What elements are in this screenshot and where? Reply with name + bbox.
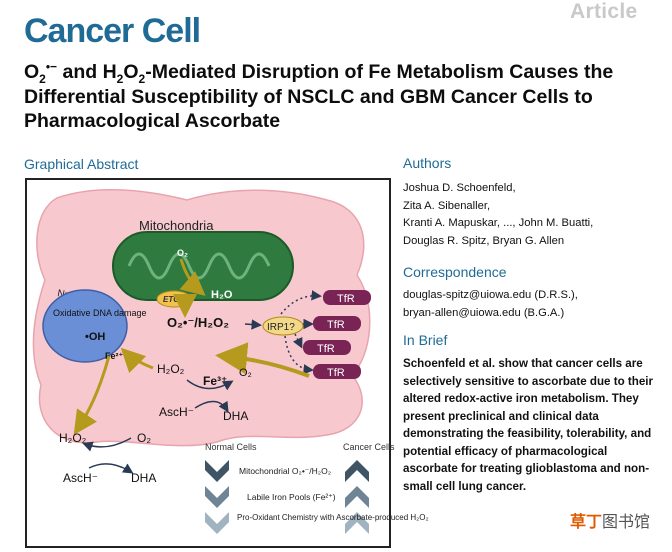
oxidative-damage-line: Oxidative DNA damage (53, 308, 147, 318)
journal-name: Cancer Cell (24, 12, 201, 50)
fe2-downward-arrow (73, 355, 111, 435)
tfr-dotted-arrows (280, 290, 322, 375)
asch-mid-label: AscH⁻ (159, 405, 194, 419)
author-line: Zita A. Sibenaller, (403, 199, 491, 212)
comparison-row-3: Pro-Oxidant Chemistry with Ascorbate-pro… (237, 513, 429, 522)
graphical-abstract-svg: Mitochondria O₂ ETC H₂O O₂•⁻/H₂O₂ IRP1? … (32, 189, 429, 534)
cancer-up-chevrons (345, 460, 369, 534)
correspondence-emails: douglas-spitz@uiowa.edu (D.R.S.), bryan-… (403, 287, 658, 322)
fe-cycle-arrow-top (186, 379, 234, 391)
irp-badge (262, 316, 304, 336)
mito-h2o-label: H₂O (211, 289, 233, 301)
tfr-label-3: TfR (317, 343, 335, 355)
etc-label: ETC (163, 295, 179, 304)
low-cycle-arrow-bottom (88, 463, 134, 474)
irp-arrow (244, 319, 262, 330)
h2o2-low-label: H₂O₂ (59, 431, 87, 445)
normal-cells-label: Normal Cells (205, 442, 257, 452)
correspondence-heading: Correspondence (403, 264, 507, 280)
email-link[interactable]: douglas-spitz@uiowa.edu (D.R.S.), (403, 289, 578, 301)
h2o2-mid-label: H₂O₂ (157, 362, 185, 376)
mitochondria-icon (112, 231, 294, 301)
normal-down-chevrons (205, 460, 229, 534)
o2-to-h2o-arrow (179, 258, 206, 296)
cancer-cells-label: Cancer Cells (343, 442, 395, 452)
author-line: Kranti A. Mapuskar, ..., John M. Buatti, (403, 217, 594, 229)
superoxide-label: O₂•⁻/H₂O₂ (167, 315, 229, 330)
asch-low-label: AscH⁻ (63, 471, 98, 485)
mito-o2-label: O₂ (177, 248, 188, 258)
in-brief-text: Schoenfeld et al. show that cancer cells… (403, 357, 654, 493)
fe-cycle-arrow-bottom (194, 400, 229, 413)
hydroxyl-label: •OH (85, 331, 105, 343)
comparison-row-2: Labile Iron Pools (Fe²⁺) (247, 492, 336, 502)
tfr-label-4: TfR (327, 367, 345, 379)
mitochondria-label: Mitochondria (139, 218, 214, 233)
article-type-label: Article (570, 0, 638, 23)
tfr-label-1: TfR (337, 293, 355, 305)
tfr-receptor-2: TfR (313, 316, 361, 331)
email-link[interactable]: bryan-allen@uiowa.edu (B.G.A.) (403, 306, 565, 319)
authors-heading: Authors (403, 155, 452, 171)
fe2-label: Fe²⁺ (105, 351, 124, 361)
fe3-label: Fe³⁺ (203, 374, 227, 388)
tfr-receptor-3: TfR (303, 340, 351, 355)
o2-low-label: O₂ (137, 431, 151, 445)
low-cycle-arrow-top (82, 437, 132, 452)
tfr-receptor-1: TfR (323, 290, 371, 305)
author-line: Joshua D. Schoenfeld, (403, 182, 516, 194)
author-line: Douglas R. Spitz, Bryan G. Allen (403, 234, 565, 247)
nucleus-icon (42, 289, 128, 363)
authors-list: Joshua D. Schoenfeld, Zita A. Sibenaller… (403, 180, 658, 250)
in-brief-heading: In Brief (403, 332, 448, 348)
irp-label: IRP1? (267, 322, 295, 333)
graphical-abstract-heading: Graphical Abstract (24, 156, 139, 172)
graphical-abstract-figure: Mitochondria O₂ ETC H₂O O₂•⁻/H₂O₂ IRP1? … (25, 178, 429, 548)
tfr-label-2: TfR (327, 319, 345, 331)
o2-mid-label: O₂ (239, 367, 252, 379)
watermark: 草丁图书馆 (570, 514, 651, 531)
iron-import-arrow (215, 342, 310, 378)
h2o2-to-fe2-arrow (120, 347, 154, 374)
dha-mid-label: DHA (223, 409, 248, 423)
paper-title: O2•− and H2O2-Mediated Disruption of Fe … (24, 59, 614, 133)
tfr-receptor-4: TfR (313, 364, 361, 379)
dha-low-label: DHA (131, 471, 156, 485)
comparison-row-1: Mitochondrial O₂•⁻/H₂O₂ (239, 466, 331, 476)
